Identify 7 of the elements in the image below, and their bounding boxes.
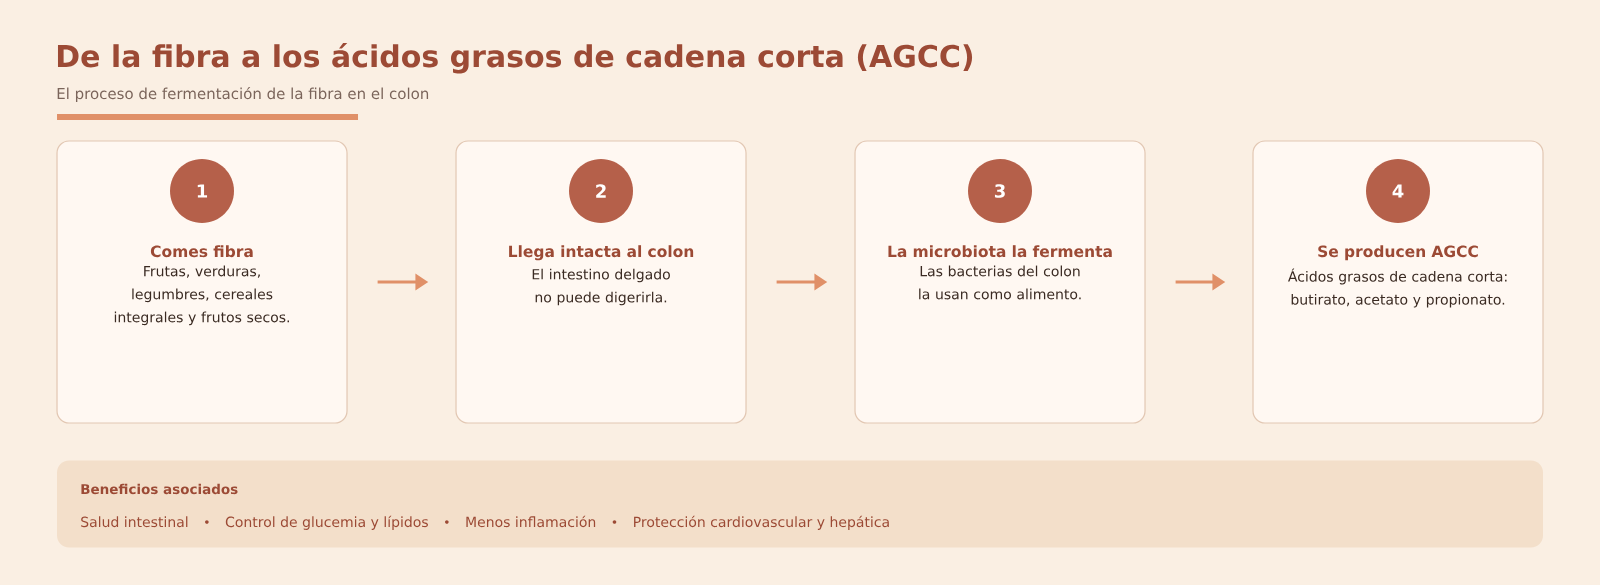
panel-heading: Beneficios asociados [81,483,238,495]
benefit-item: Menos inflamación [466,515,596,528]
title: De la fibra a los ácidos grasos de cadena corta (AGCC) [58,43,973,74]
subtitle: El proceso de fermentación de la fibra en el colon [57,87,429,103]
benefit-item: Protección cardiovascular y hepática [634,515,889,530]
benefit-item: Control de glucemia y lípidos [225,515,428,530]
benefit-item: Salud intestinal [81,516,188,528]
